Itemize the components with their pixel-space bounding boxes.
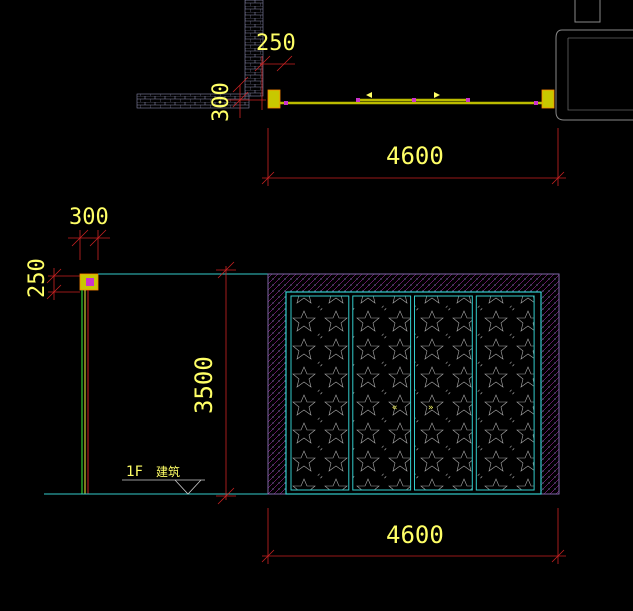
level-triangle-icon [174, 479, 202, 495]
arrow-right-icon [434, 92, 440, 98]
level-label: 1F [126, 464, 143, 480]
plan-left-wall [136, 93, 250, 109]
plan-right-inner [567, 37, 633, 111]
section-width-dim [68, 229, 110, 260]
door-panel [290, 295, 350, 491]
plan-view: 250 300 4600 [136, 0, 633, 186]
section-dim-250: 250 [25, 258, 50, 298]
handle-right-icon: » [428, 403, 433, 413]
plan-width-dim [261, 128, 566, 186]
elevation-width-dim [261, 508, 566, 564]
plan-right-jamb [541, 89, 555, 109]
door-panel [414, 295, 473, 491]
door-panel [352, 295, 412, 491]
elevation-panels [290, 295, 535, 491]
arrow-left-icon [366, 92, 372, 98]
level-note: 建筑 [156, 464, 180, 479]
elevation-view: « » 4600 [261, 273, 566, 564]
plan-right-structure [555, 0, 633, 121]
plan-dim-4600: 4600 [386, 142, 444, 170]
plan-left-column [244, 0, 264, 97]
section-view: 300 250 3500 1F 建筑 [25, 205, 272, 505]
handle-left-icon: « [392, 403, 397, 413]
plan-left-jamb [267, 89, 281, 109]
plan-door-nodes [284, 98, 538, 105]
door-panel [475, 295, 535, 491]
section-dim-300: 300 [69, 205, 109, 230]
elevation-dim-4600: 4600 [386, 521, 444, 549]
section-height-dim [216, 261, 236, 505]
section-height-dim-small [46, 268, 80, 300]
plan-dim-300: 300 [209, 82, 234, 122]
plan-offset-dims [226, 55, 295, 118]
section-dim-3500: 3500 [190, 356, 218, 414]
section-header-core [86, 278, 94, 286]
plan-dim-250: 250 [256, 31, 296, 56]
